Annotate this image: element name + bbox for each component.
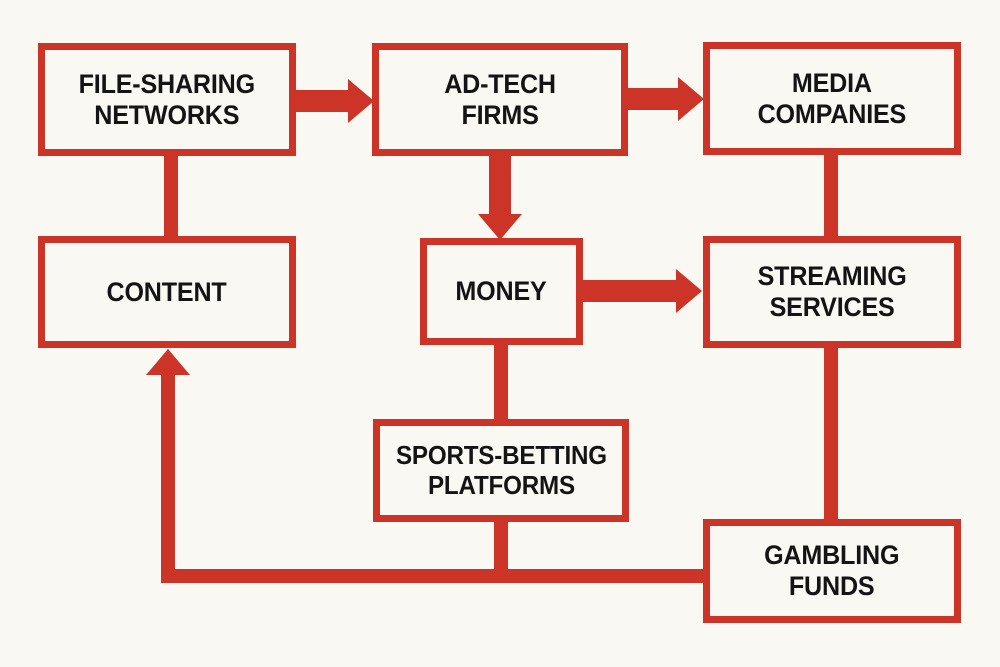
edge-media-to-streaming-line [824,150,838,242]
node-money[interactable]: MONEY [420,238,583,345]
node-content-label: CONTENT [106,276,228,307]
node-content[interactable]: CONTENT [38,236,296,348]
node-money-label: MONEY [455,276,548,307]
edge-ad-tech-to-money-arrowhead [478,214,522,240]
node-sports-betting-platforms-label: SPORTS-BETTING PLATFORMS [395,439,607,500]
node-streaming-services[interactable]: STREAMING SERVICES [703,236,961,348]
edge-file-sharing-to-content-line [164,150,178,242]
edge-sports-betting-to-return-line-stub [494,516,508,578]
edge-gambling-funds-to-content-horizontal [161,569,709,583]
edge-gambling-funds-to-content-vertical [161,375,175,575]
node-media-companies-label: MEDIA COMPANIES [757,67,907,129]
node-streaming-services-label: STREAMING SERVICES [757,261,907,322]
node-gambling-funds[interactable]: GAMBLING FUNDS [703,519,961,623]
node-ad-tech-firms[interactable]: AD-TECH FIRMS [372,43,628,156]
node-file-sharing-networks[interactable]: FILE-SHARING NETWORKS [38,43,296,156]
node-gambling-funds-label: GAMBLING FUNDS [764,540,900,601]
edge-ad-tech-to-money-shaft [489,155,511,215]
edge-gambling-funds-to-content-arrowhead [146,349,190,375]
node-media-companies[interactable]: MEDIA COMPANIES [703,42,961,155]
edge-money-to-sports-betting-line [494,340,508,422]
edge-ad-tech-to-media-arrowhead [678,77,704,121]
node-ad-tech-firms-label: AD-TECH FIRMS [444,68,556,130]
node-sports-betting-platforms[interactable]: SPORTS-BETTING PLATFORMS [373,419,629,522]
edge-money-to-streaming-shaft [582,280,677,302]
edge-ad-tech-to-media-shaft [625,88,679,110]
edge-streaming-to-gambling-funds-line [824,343,838,525]
edge-file-sharing-to-ad-tech-shaft [295,90,349,112]
edge-money-to-streaming-arrowhead [676,269,702,313]
node-file-sharing-networks-label: FILE-SHARING NETWORKS [78,68,256,130]
edge-file-sharing-to-ad-tech-arrowhead [348,79,374,123]
